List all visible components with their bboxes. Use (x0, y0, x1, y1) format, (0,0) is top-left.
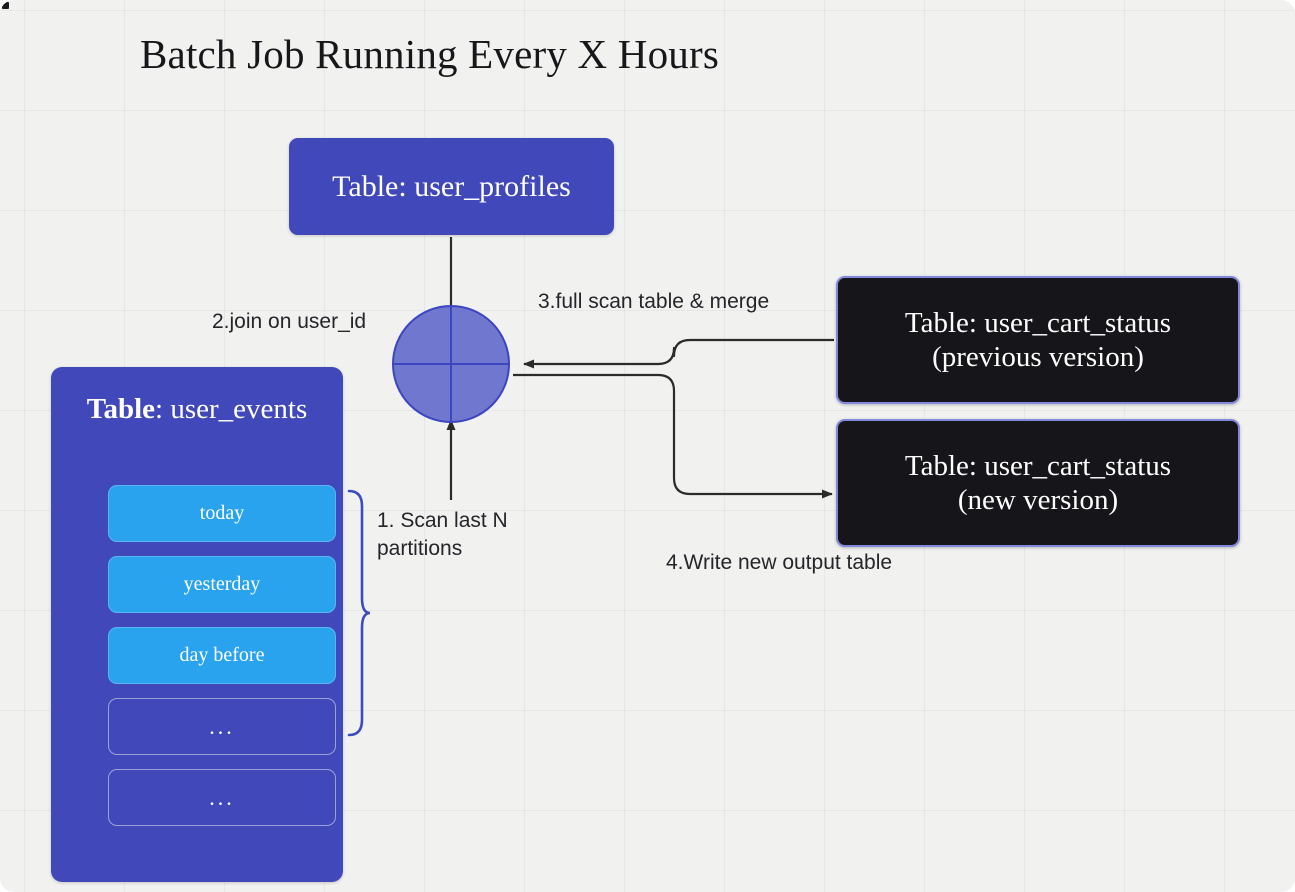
node-user-profiles[interactable]: Table: user_profiles (289, 138, 614, 235)
node-cart-status-new-line1: Table: user_cart_status (904, 449, 1172, 482)
join-node[interactable] (391, 304, 511, 424)
node-user-events-title-rest: : user_events (155, 393, 308, 425)
edge-join-to-cartnew (513, 373, 833, 499)
edge-label-write-output-table: 4.Write new output table (666, 551, 893, 574)
node-user-events[interactable]: Table: user_events today yesterday day b… (51, 367, 343, 882)
partition-chip-label: ... (209, 784, 235, 810)
corner-marker (2, 2, 9, 9)
partition-chip-yesterday[interactable]: yesterday (108, 556, 336, 613)
node-cart-status-previous[interactable]: Table: user_cart_status (previous versio… (836, 276, 1240, 404)
node-cart-status-new[interactable]: Table: user_cart_status (new version) (836, 419, 1240, 547)
page-title: Batch Job Running Every X Hours (140, 31, 719, 77)
partition-chip-today[interactable]: today (108, 485, 336, 542)
partition-list: today yesterday day before ... ... (108, 485, 338, 840)
node-cart-status-previous-line2: (previous version) (932, 341, 1144, 373)
node-cart-status-previous-line1: Table: user_cart_status (904, 306, 1172, 339)
node-user-events-title-strong: Table (86, 393, 156, 425)
edge-cartprev-to-join (523, 338, 834, 369)
partitions-brace-icon (347, 489, 371, 737)
node-user-profiles-label: Table: user_profiles (332, 169, 571, 203)
node-user-events-title: Table: user_events (51, 393, 343, 426)
partition-chip-label: day before (179, 644, 265, 666)
partition-chip-label: ... (209, 713, 235, 739)
partition-chip-label: today (199, 502, 245, 524)
node-cart-status-new-line2: (new version) (957, 484, 1119, 516)
edge-label-join-on-user-id: 2.join on user_id (212, 310, 367, 333)
partition-chip-label: yesterday (183, 573, 261, 595)
partition-chip-more-1[interactable]: ... (108, 698, 336, 755)
partition-chip-day-before[interactable]: day before (108, 627, 336, 684)
edge-label-full-scan-merge: 3.full scan table & merge (538, 290, 770, 313)
partition-chip-more-2[interactable]: ... (108, 769, 336, 826)
edge-label-scan-partitions: 1. Scan last N partitions (377, 509, 508, 561)
